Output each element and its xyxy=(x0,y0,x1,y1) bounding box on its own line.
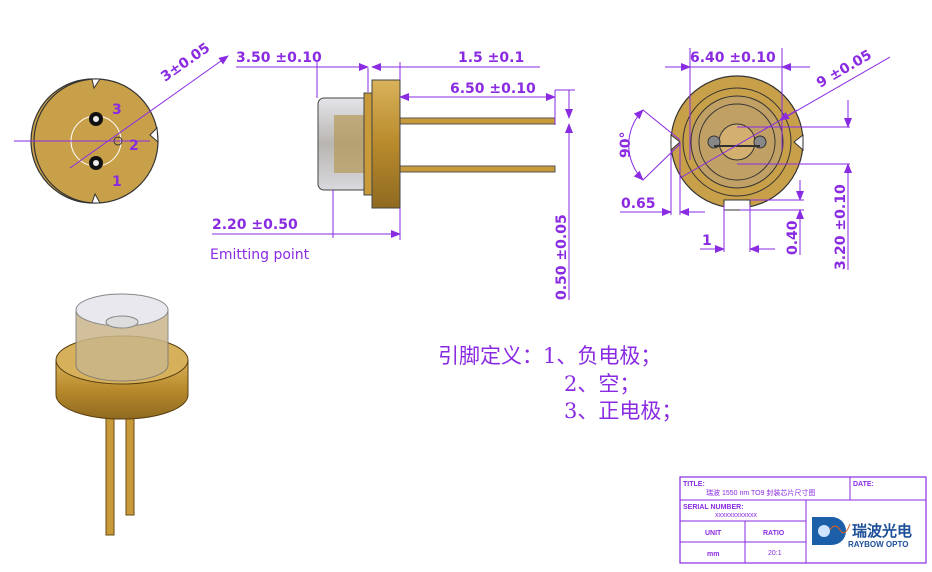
serial-label: SERIAL NUMBER: xyxy=(683,504,744,511)
pin-def-line-3: 3、正电极； xyxy=(564,399,682,423)
pin-label-2: 2 xyxy=(129,138,139,154)
side-view: 3.50 ±0.10 1.5 ±0.1 6.50 ±0.10 2.20 ±0.5… xyxy=(210,50,575,300)
title-value: 瑞波 1550 nm TO9 封装芯片尺寸图 xyxy=(706,488,815,497)
dim-key-width: 1 xyxy=(702,233,712,249)
unit-label: UNIT xyxy=(705,530,722,537)
dim-pin-circle: 3.20 ±0.10 xyxy=(833,184,849,270)
isometric-view xyxy=(55,293,189,536)
ratio-value: 20:1 xyxy=(768,550,782,557)
ratio-label: RATIO xyxy=(763,530,785,537)
raybow-logo: 瑞波光电 RAYBOW OPTO xyxy=(812,517,912,549)
emitting-point-label: Emitting point xyxy=(210,247,310,263)
unit-value: mm xyxy=(707,551,719,558)
dim-cap-diameter: 6.40 ±0.10 xyxy=(690,50,776,66)
dim-flange-offset: 3.50 ±0.10 xyxy=(236,50,322,66)
bottom-view: 3±0.05 3 2 1 xyxy=(14,40,229,204)
date-label: DATE: xyxy=(853,481,874,488)
top-view: 6.40 ±0.10 9 ±0.05 90° 0.65 1 0.40 3.20 … xyxy=(618,47,891,270)
pin-label-1: 1 xyxy=(112,174,122,190)
pin-def-line-1: 引脚定义：1、负电极； xyxy=(438,344,661,368)
pin-label-3: 3 xyxy=(112,102,122,118)
dim-flange-thickness: 1.5 ±0.1 xyxy=(458,50,524,66)
title-block: TITLE: 瑞波 1550 nm TO9 封装芯片尺寸图 DATE: SERI… xyxy=(679,476,927,564)
dim-lead-length: 6.50 ±0.10 xyxy=(450,81,536,97)
dim-flange-diameter: 9 ±0.05 xyxy=(814,47,875,91)
pin-def-line-2: 2、空； xyxy=(564,372,640,396)
dim-pin-diameter: 3±0.05 xyxy=(158,40,213,85)
dim-notch-angle: 90° xyxy=(618,132,634,158)
title-label: TITLE: xyxy=(683,481,705,488)
pin-definition: 引脚定义：1、负电极； 2、空； 3、正电极； xyxy=(438,344,682,423)
dim-emitting-point: 2.20 ±0.50 xyxy=(212,217,298,233)
serial-value: xxxxxxxxxxxx xyxy=(715,512,758,519)
logo-cn: 瑞波光电 xyxy=(852,522,912,540)
logo-en: RAYBOW OPTO xyxy=(848,540,908,549)
dim-notch-depth: 0.65 xyxy=(621,196,656,212)
dim-lead-diameter: 0.50 ±0.05 xyxy=(554,214,570,300)
dim-key-depth: 0.40 xyxy=(785,220,801,255)
